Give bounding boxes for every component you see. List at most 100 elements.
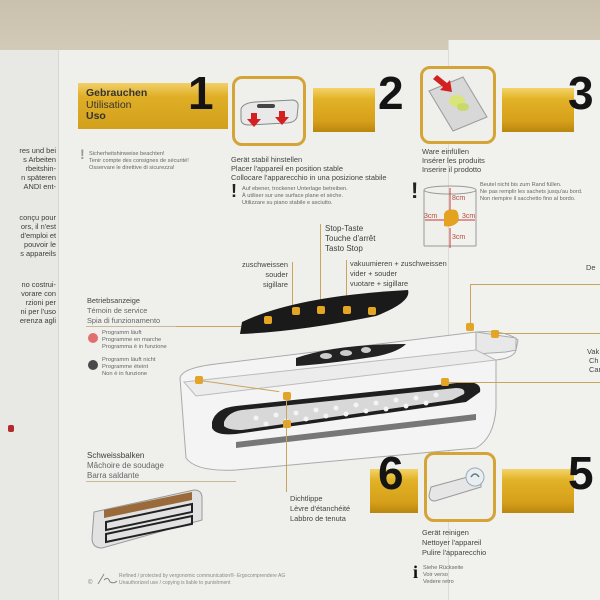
running-label-it: Programma è in funzione	[102, 344, 167, 350]
vacuum-label-it: vuotare + sigillare	[350, 279, 409, 288]
dim-right: 3cm	[462, 213, 476, 220]
callout-dot	[317, 306, 325, 314]
callout-dot	[343, 306, 351, 314]
footer-line-1: Refined / protected by vergonomic commun…	[119, 573, 286, 579]
stop-label-de: Stop-Taste	[325, 224, 364, 233]
callout-dot	[491, 330, 499, 338]
vacuum-label-de: vakuumieren + zuschweissen	[350, 259, 447, 268]
stop-label-it: Tasto Stop	[325, 244, 363, 253]
step-3-title-fr: Insérer les produits	[422, 156, 485, 165]
step-6-band	[370, 469, 418, 513]
not-running-label-de: Programm läuft nicht	[102, 357, 156, 363]
right-leader-line-3	[448, 382, 600, 383]
fill-bag-icon	[428, 75, 488, 132]
step-number-3: 3	[568, 67, 594, 119]
step-6-title-de: Gerät reinigen	[422, 528, 469, 537]
right-leader-line-v	[470, 284, 471, 324]
section-header: Gebrauchen Utilisation Uso	[78, 83, 228, 129]
seal-label-it: sigillare	[262, 280, 288, 289]
indicator-label-fr: Témoin de service	[87, 306, 148, 315]
device-placement-icon	[240, 99, 299, 127]
safety-note-it: Osservare le direttive di sicurezza!	[89, 165, 175, 171]
step-3-title-it: Inserire il prodotto	[422, 165, 482, 174]
right-partial-1: Vak	[587, 347, 600, 356]
step-3-note-it: Non riempire il sacchetto fino al bordo.	[480, 196, 576, 202]
step-2-note-it: Utilizzare su piano stabile e asciutto.	[242, 200, 333, 206]
callout-dot	[283, 420, 291, 428]
indicator-label-de: Betriebsanzeige	[87, 296, 141, 305]
indicator-underline	[86, 326, 256, 327]
sealing-bar-open-device	[91, 489, 203, 549]
step-number-2: 2	[378, 67, 404, 119]
gasket-label-de: Dichtlippe	[290, 494, 323, 503]
step-2-title-it: Collocare l'apparecchio in una posizione…	[231, 173, 387, 182]
vacuum-label-fr: vider + souder	[350, 269, 398, 278]
dark-indicator-dot	[88, 360, 98, 370]
warning-exclamation-icon: !	[231, 181, 237, 201]
seal-leader-line	[292, 262, 293, 312]
stop-label-fr: Touche d'arrêt	[325, 234, 376, 243]
step-3-note-de: Beutel nicht bis zum Rand füllen.	[480, 182, 562, 188]
not-running-label-fr: Programme éteint	[102, 364, 149, 370]
step-6-info-de: Siehe Rückseite	[423, 565, 464, 571]
callout-dot	[441, 378, 449, 386]
step-2-note-de: Auf ebener, trockener Unterlage betreibe…	[242, 186, 348, 192]
step-6-info-it: Vedere retro	[423, 579, 454, 585]
left-fold-panel	[0, 50, 59, 600]
safety-note-fr: Tenir compte des consignes de sécurité!	[89, 158, 189, 164]
seal-label-de: zuschweissen	[241, 260, 288, 269]
dim-top: 8cm	[452, 195, 466, 202]
not-running-label-it: Non è in funzione	[102, 371, 148, 377]
callout-dot	[292, 307, 300, 315]
callout-dot	[195, 376, 203, 384]
footer-line-2: Unauthorized use / copying is liable to …	[119, 580, 231, 586]
callout-dot	[283, 392, 291, 400]
section-title-it: Uso	[86, 110, 106, 122]
sealing-bar-label-it: Barra saldante	[87, 471, 140, 480]
step-2-band	[313, 88, 375, 132]
copyright-symbol: ©	[88, 580, 93, 586]
section-title-fr: Utilisation	[86, 98, 132, 111]
sealing-bar-label-fr: Mâchoire de soudage	[87, 461, 164, 470]
step-5-band	[502, 469, 574, 513]
red-mark	[8, 425, 14, 432]
vacuum-leader-line	[346, 260, 347, 312]
gasket-label-fr: Lèvre d'étanchéité	[290, 504, 351, 513]
step-6-icon-box	[424, 452, 496, 522]
sealing-bar-label-de: Schweissbalken	[87, 451, 145, 460]
warning-exclamation-icon: !	[80, 146, 85, 162]
step-2-title-fr: Placer l'appareil en position stable	[231, 164, 343, 173]
gasket-leader-line	[286, 396, 287, 492]
step-3-title-de: Ware einfüllen	[422, 147, 469, 156]
right-partial-2: Ch	[589, 356, 599, 365]
step-2-icon-box	[232, 76, 306, 146]
dim-bottom: 3cm	[452, 234, 466, 241]
bag-fill-diagram	[422, 184, 478, 250]
right-partial-3: Can	[589, 365, 600, 374]
bag-dimension-diagram	[423, 185, 477, 248]
safety-note-de: Sicherheitshinweise beachten!	[89, 151, 165, 157]
vacuum-sealer-device	[179, 290, 519, 471]
step-6-title-fr: Nettoyer l'appareil	[422, 538, 482, 547]
gasket-label-it: Labbro de tenuta	[290, 514, 346, 523]
stop-leader-line	[320, 224, 321, 312]
warning-exclamation-icon: !	[411, 178, 419, 203]
right-leader-line	[470, 284, 600, 285]
vacuum-sealer-illustration	[176, 288, 526, 478]
right-leader-line-2	[498, 333, 600, 334]
step-6-info-fr: Voir verso	[423, 572, 448, 578]
step-3-note-fr: Ne pas remplir les sachets jusqu'au bord…	[480, 189, 583, 195]
step-3-band	[502, 88, 574, 132]
step-number-5: 5	[568, 447, 594, 499]
info-icon: i	[413, 562, 419, 582]
section-title-de: Gebrauchen	[86, 87, 148, 99]
indicator-label-it: Spia di funzionamento	[87, 316, 161, 325]
clean-device-icon	[428, 467, 485, 502]
step-2-title-de: Gerät stabil hinstellen	[231, 155, 303, 164]
running-label-fr: Programme en marche	[102, 337, 162, 343]
sealing-bar-underline	[86, 481, 236, 482]
step-3-icon-box	[420, 66, 496, 144]
step-6-title-it: Pulire l'apparecchio	[422, 548, 487, 557]
seal-label-fr: souder	[265, 270, 288, 279]
running-label-de: Programm läuft	[102, 330, 142, 336]
